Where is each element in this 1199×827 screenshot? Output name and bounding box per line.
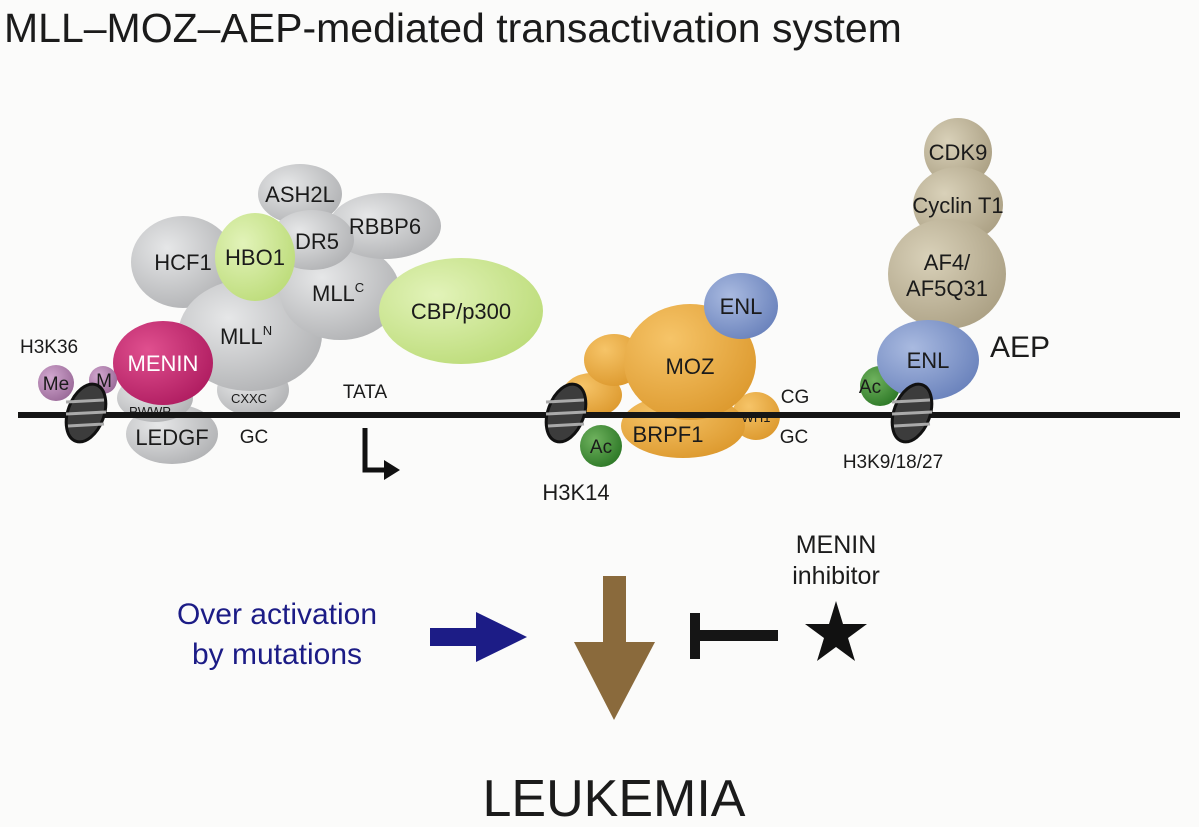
me-label-1: Me [43, 374, 69, 395]
leukemia-arrow [574, 576, 655, 720]
mllc-label: MLLC [312, 280, 364, 306]
af4-af5q31-protein [888, 219, 1006, 329]
nucleosome-right [890, 382, 934, 444]
methyl-mark-1 [38, 365, 74, 401]
brpf1-label: BRPF1 [633, 422, 704, 447]
ash2l-protein [258, 164, 342, 224]
rbbp5-label: RBBP6 [349, 214, 421, 239]
h3k36-label: H3K36 [20, 337, 78, 358]
inhibition-bar [690, 613, 778, 659]
nucleosome-middle [544, 382, 588, 444]
mlln-label: MLLN [220, 323, 272, 349]
leukemia-label: LEUKEMIA [483, 770, 746, 827]
enl-protein-moz [704, 273, 778, 339]
h3k9-label: H3K9/18/27 [843, 452, 943, 473]
inhibitor-star-icon [805, 601, 867, 661]
enl-label-aep: ENL [907, 348, 950, 373]
wdr5-label: DR5 [295, 229, 339, 254]
transcription-start-arrow [362, 428, 400, 480]
hbo1-protein [215, 213, 295, 301]
h3k14-label: H3K14 [542, 480, 609, 505]
aep-label: AEP [990, 331, 1050, 364]
hcf1-protein [131, 216, 235, 308]
gc-right-label: GC [780, 427, 809, 448]
menin-label: MENIN [128, 351, 199, 376]
gc-left-label: GC [240, 427, 269, 448]
cbp-p300-protein [379, 258, 543, 364]
cg-label: CG [781, 387, 810, 408]
aep-complex: CDK9 Cyclin T1 AF4/ AF5Q31 ENL AEP Ac H3… [843, 118, 1050, 473]
cdk9-label: CDK9 [929, 140, 988, 165]
cxxc-label: CXXC [231, 391, 267, 406]
cdk9-protein [924, 118, 992, 186]
enl-label-moz: ENL [720, 294, 763, 319]
acetyl-mark-moz [580, 425, 622, 467]
menin-protein [113, 321, 213, 405]
ledgf-label: LEDGF [135, 425, 208, 450]
af5q31-label: AF5Q31 [906, 276, 988, 301]
diagram-title: MLL–MOZ–AEP-mediated transactivation sys… [4, 5, 902, 51]
hcf1-label: HCF1 [154, 250, 211, 275]
menin-inhibitor-label-2: inhibitor [792, 562, 880, 590]
cbp-p300-label: CBP/p300 [411, 299, 511, 324]
tata-label: TATA [343, 382, 388, 403]
methyl-marks: H3K36 Me M [20, 337, 117, 401]
hbo1-label: HBO1 [225, 245, 285, 270]
menin-inhibitor-label-1: MENIN [796, 531, 877, 559]
ash2l-label: ASH2L [265, 182, 335, 207]
ac-label-aep: Ac [859, 377, 881, 398]
moz-label: MOZ [666, 354, 715, 379]
cyclin-t1-label: Cyclin T1 [912, 193, 1003, 218]
activation-arrow [430, 612, 527, 662]
over-activation-label: Over activation [177, 598, 377, 631]
by-mutations-label: by mutations [192, 638, 362, 671]
nucleosome-left [64, 382, 108, 444]
af4-label: AF4/ [924, 250, 971, 275]
enl-protein-aep [877, 320, 979, 400]
rbbp5-protein [329, 193, 441, 259]
mll-complex: HCF1 ASH2L DR5 RBBP6 HBO1 MLLC MLLN MENI… [113, 164, 543, 464]
ac-label-moz: Ac [590, 437, 612, 458]
